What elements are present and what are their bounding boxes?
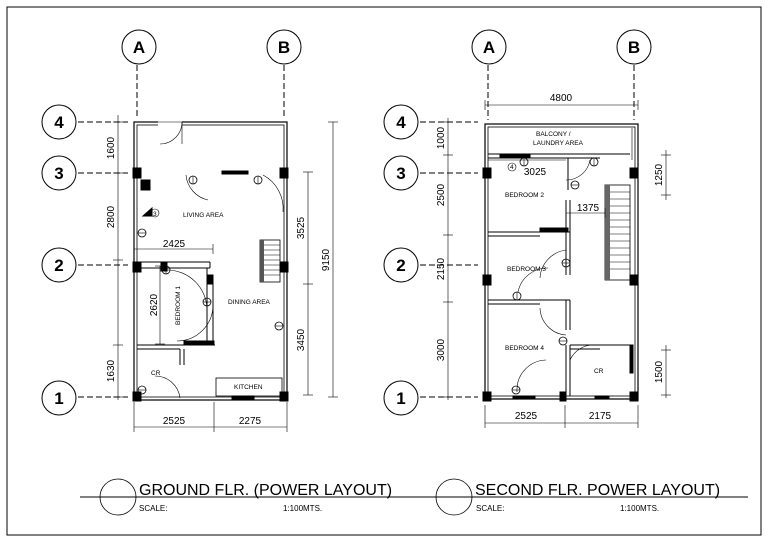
room-label-bedroom4: BEDROOM 4 [505,345,544,352]
dim-4800: 4800 [550,93,573,104]
dim-2425: 2425 [163,239,186,250]
dim-3025: 3025 [524,167,547,178]
grid-label-2b: 2 [396,256,405,275]
dim-9150: 9150 [321,248,332,271]
dim-2525-second: 2525 [515,411,538,422]
dim-2150: 2150 [436,257,447,280]
column [132,167,142,179]
grid-label-4: 4 [54,113,64,132]
grid-label-1: 1 [54,389,63,408]
dim-3450: 3450 [296,328,307,351]
outlet-marker-label: 3 [153,211,157,218]
grid-bubble-3 [41,155,77,191]
grid-label-3: 3 [54,164,63,183]
second-outer-wall [484,123,639,400]
grid-bubble-b [266,29,302,65]
grid-label-a: A [133,38,145,57]
dim-1375: 1375 [577,203,600,214]
dim-1600: 1600 [106,136,117,159]
room-label-bedroom1: BEDROOM 1 [175,286,182,325]
grid-label-b: B [278,38,290,57]
room-label-dining: DINING AREA [228,299,271,306]
dim-3525: 3525 [296,216,307,239]
room-label-cr2: CR [594,368,604,375]
grid-bubble-2 [41,247,77,283]
second-dimensions [443,100,671,428]
room-label-bedroom3: BEDROOM 3 [507,266,546,273]
second-floor-plan [420,65,639,402]
dim-2500: 2500 [436,183,447,206]
ground-grid-bubbles: A B 4 3 2 1 [41,29,302,416]
room-label-cr: CR [151,370,161,377]
room-label-kitchen: KITCHEN [234,384,263,391]
dim-2620: 2620 [149,293,160,316]
room-label-bedroom2: BEDROOM 2 [505,192,544,199]
dim-1500: 1500 [654,360,665,383]
ground-scale-label: SCALE: [139,504,167,513]
grid-label-b2: B [628,38,640,57]
ground-floor-plan [78,65,289,402]
second-scale-label: SCALE: [476,504,504,513]
second-grid-bubbles: A B 4 3 2 1 [383,29,652,416]
outlet-marker-label-2: 4 [510,164,514,171]
grid-bubble-4 [41,104,77,140]
grid-label-2: 2 [54,256,63,275]
dim-2275: 2275 [239,416,262,427]
ground-dimensions [113,115,338,432]
grid-label-4b: 4 [396,113,406,132]
dim-1630: 1630 [106,359,117,382]
ground-title-block: GROUND FLR. (POWER LAYOUT) SCALE: 1:100M… [80,478,418,516]
dim-1000: 1000 [436,126,447,149]
room-label-balcony-1: BALCONY / [536,131,571,138]
second-title: SECOND FLR. POWER LAYOUT) [475,482,720,499]
room-label-living: LIVING AREA [183,212,224,219]
grid-label-a2: A [483,38,495,57]
ground-scale-value: 1:100MTS. [283,504,322,513]
dim-2800: 2800 [106,205,117,228]
second-scale-value: 1:100MTS. [620,504,659,513]
grid-bubble-1 [41,380,77,416]
dim-1250: 1250 [654,163,665,186]
dim-3000: 3000 [436,338,447,361]
sheet-border [6,6,762,536]
ground-title: GROUND FLR. (POWER LAYOUT) [139,482,392,499]
grid-label-1b: 1 [396,389,405,408]
dim-2525-ground: 2525 [163,416,186,427]
grid-bubble-a [121,29,157,65]
second-title-block: SECOND FLR. POWER LAYOUT) SCALE: 1:100MT… [416,478,748,516]
room-label-balcony-2: LAUNDRY AREA [533,140,584,147]
grid-label-3b: 3 [396,164,405,183]
ground-outer-wall [133,121,288,401]
dim-2175: 2175 [589,411,612,422]
